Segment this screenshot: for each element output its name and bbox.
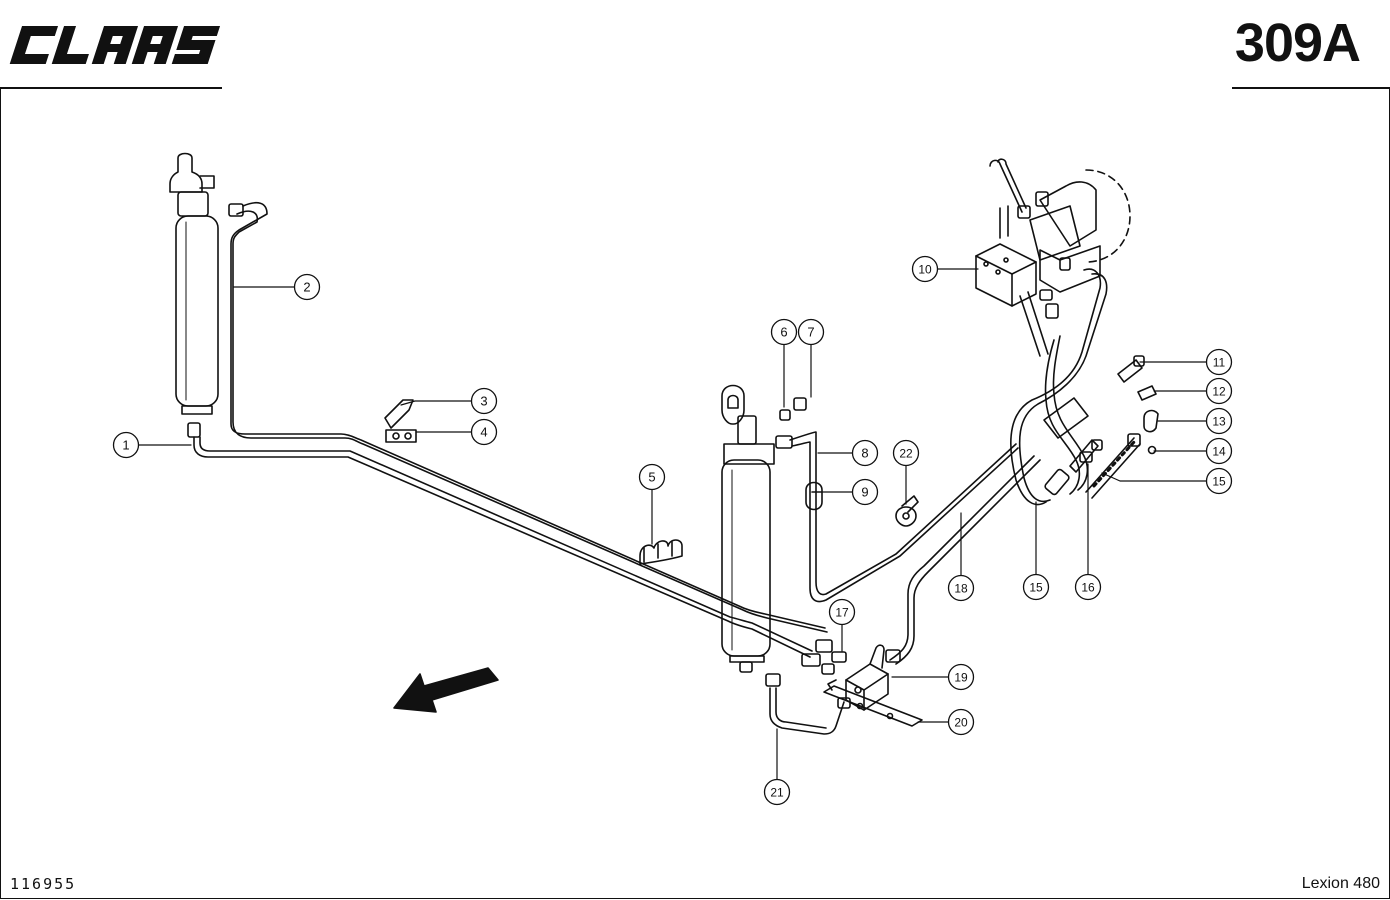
pipe-21 <box>765 673 851 735</box>
callout-5: 5 <box>638 463 666 491</box>
callout-9: 9 <box>851 478 879 506</box>
callout-label: 9 <box>861 485 868 500</box>
hose-15 <box>1010 268 1108 506</box>
fittings-17 <box>821 651 847 675</box>
callout-circle <box>851 478 879 506</box>
callout-4: 4 <box>470 418 498 446</box>
callout-16: 16 <box>1074 573 1102 601</box>
callout-22: 22 <box>892 439 920 467</box>
callout-6: 6 <box>770 318 798 346</box>
clip-22 <box>895 495 919 527</box>
callout-15: 15 <box>1205 467 1233 495</box>
callout-19: 19 <box>947 663 975 691</box>
callout-12: 12 <box>1205 377 1233 405</box>
callout-circle <box>1205 377 1233 405</box>
callout-circle <box>1205 407 1233 435</box>
direction-arrow-icon <box>393 667 499 713</box>
callout-circle <box>892 439 920 467</box>
callout-label: 22 <box>899 447 913 461</box>
callout-label: 12 <box>1212 385 1226 399</box>
callout-2: 2 <box>293 273 321 301</box>
valve-block-19 <box>845 644 889 711</box>
callout-8: 8 <box>851 439 879 467</box>
callout-circle <box>1074 573 1102 601</box>
callout-label: 8 <box>861 446 868 461</box>
callout-circle <box>828 598 856 626</box>
callout-label: 19 <box>954 671 968 685</box>
callout-label: 3 <box>480 394 487 409</box>
callout-circle <box>470 418 498 446</box>
callout-circle <box>112 431 140 459</box>
pipe-1 <box>193 436 833 667</box>
callout-circle <box>763 778 791 806</box>
callout-label: 15 <box>1029 581 1043 595</box>
callout-15: 15 <box>1022 573 1050 601</box>
callout-label: 18 <box>954 582 968 596</box>
callout-label: 15 <box>1212 475 1226 489</box>
pipe-8 <box>775 431 1019 603</box>
callout-1: 1 <box>112 431 140 459</box>
clamp-3-4 <box>384 399 417 443</box>
callout-label: 2 <box>303 280 310 295</box>
callout-circle <box>947 708 975 736</box>
valve-assembly-10 <box>975 158 1131 357</box>
callout-circle <box>1205 467 1233 495</box>
callout-3: 3 <box>470 387 498 415</box>
clamp-5 <box>639 539 683 565</box>
callout-label: 11 <box>1213 356 1226 370</box>
callout-circle <box>947 574 975 602</box>
callout-10: 10 <box>911 255 939 283</box>
callout-label: 4 <box>480 425 487 440</box>
callout-7: 7 <box>797 318 825 346</box>
callout-14: 14 <box>1205 437 1233 465</box>
callout-21: 21 <box>763 778 791 806</box>
model-name: Lexion 480 <box>1301 875 1380 892</box>
callout-20: 20 <box>947 708 975 736</box>
leader-lines <box>138 268 1207 780</box>
callout-circle <box>1205 437 1233 465</box>
callout-label: 1 <box>122 438 129 453</box>
left-cylinder <box>169 152 219 438</box>
claas-logo <box>9 26 221 64</box>
callout-label: 7 <box>807 325 814 340</box>
callout-circle <box>947 663 975 691</box>
hose-15-short <box>1085 433 1141 499</box>
fittings-6-7-9 <box>779 397 823 511</box>
callout-circle <box>1022 573 1050 601</box>
callout-label: 20 <box>954 716 968 730</box>
callout-18: 18 <box>947 574 975 602</box>
bracket-20 <box>823 679 923 727</box>
callout-label: 13 <box>1212 415 1226 429</box>
callout-circle <box>797 318 825 346</box>
callout-17: 17 <box>828 598 856 626</box>
callout-circle <box>1205 348 1233 376</box>
callout-label: 10 <box>918 263 932 277</box>
page-number: 309A <box>1234 13 1361 73</box>
callout-circle <box>851 439 879 467</box>
callout-label: 17 <box>835 606 849 620</box>
pipe-18 <box>885 455 1041 665</box>
header-rule-left <box>0 87 222 89</box>
callout-circle <box>470 387 498 415</box>
callout-label: 5 <box>648 470 655 485</box>
callout-circle <box>911 255 939 283</box>
header-rule-right <box>1232 87 1390 89</box>
callout-11: 11 <box>1205 348 1233 376</box>
fittings-11-14 <box>1117 355 1159 455</box>
callout-circle <box>293 273 321 301</box>
callout-circle <box>770 318 798 346</box>
callout-label: 14 <box>1212 445 1226 459</box>
callout-label: 21 <box>770 786 784 800</box>
callout-13: 13 <box>1205 407 1233 435</box>
callout-label: 6 <box>780 325 787 340</box>
callout-label: 16 <box>1081 581 1095 595</box>
fitting-16 <box>1069 439 1103 473</box>
drawing-number: 116955 <box>10 875 77 893</box>
pipe-2 <box>228 201 828 633</box>
right-cylinder <box>721 384 775 673</box>
callout-circle <box>638 463 666 491</box>
